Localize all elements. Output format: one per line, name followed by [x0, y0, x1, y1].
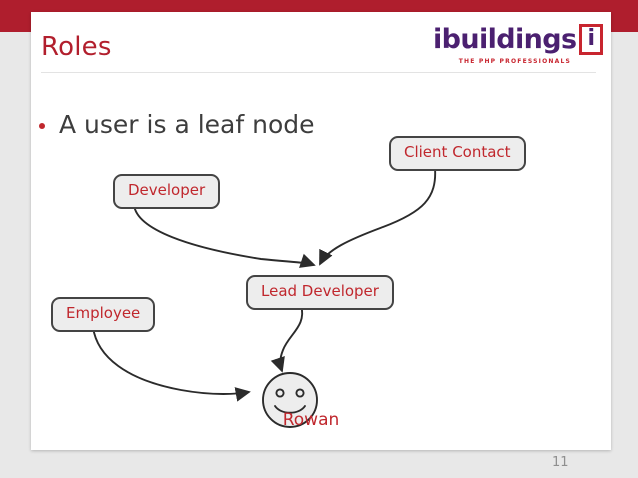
edge-developer-to-lead-developer	[133, 204, 316, 268]
diagram-node-lead-developer[interactable]: Lead Developer	[246, 275, 394, 310]
bullet-item-label: A user is a leaf node	[59, 110, 315, 139]
logo-tagline: THE PHP PROFESSIONALS	[458, 58, 571, 65]
diagram-node-employee[interactable]: Employee	[51, 297, 156, 332]
diagram-edges	[92, 167, 437, 428]
edge-employee-to-user	[92, 326, 251, 402]
logo-bracket-icon: i	[579, 24, 603, 55]
diagram-node-client-contact[interactable]: Client Contact	[389, 136, 526, 171]
logo-wordmark: ibuildings	[432, 24, 577, 55]
diagram-node-user-label: Rowan	[282, 410, 340, 430]
bullet-item: A user is a leaf node	[39, 110, 315, 139]
edge-lead-developer-to-user	[270, 304, 304, 373]
roles-diagram: Developer Client Contact Lead Developer …	[31, 12, 611, 450]
user-smiley-icon	[262, 372, 318, 428]
edge-client-contact-to-lead-developer	[319, 167, 437, 266]
title-divider	[41, 72, 596, 73]
diagram-node-developer[interactable]: Developer	[113, 174, 221, 209]
bullet-dot-icon	[39, 122, 45, 129]
page-number: 11	[552, 455, 569, 470]
page-title: Roles	[41, 32, 112, 62]
